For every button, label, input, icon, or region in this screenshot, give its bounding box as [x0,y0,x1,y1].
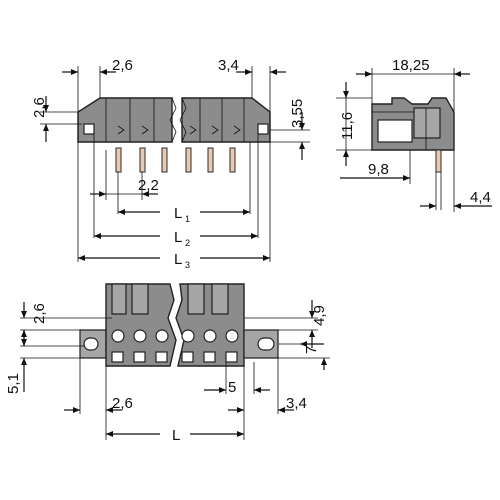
bottom-dim-pitch: 5 [228,379,236,396]
bottom-dim-right: 3,4 [286,395,307,412]
bottom-dim-left: 2,6 [112,395,133,412]
side-dim-height: 11,6 [339,112,356,140]
front-dim-left-vertical: 2,6 [31,97,48,118]
front-dim-right-vertical: 3,55 [289,99,306,128]
bottom-dim-right-side: 7 [303,346,320,354]
front-dim-top-left: 2,6 [112,57,133,74]
bottom-length-label: L [172,427,180,444]
bottom-latches [111,283,229,315]
bottom-view: 2,6 5,1 4,9 7 5 2,6 3,4 L [5,283,330,444]
bottom-dim-right-vertical-top: 4,9 [311,305,328,326]
side-opening [377,119,413,143]
front-dim-pitch: 2,2 [138,177,159,194]
bottom-round-holes [111,329,239,343]
front-view: 2,6 3,4 2,6 3,55 2,2 L 1 L 2 L 3 [31,57,310,270]
front-housing-left [77,97,173,143]
front-length-l3-sub: 3 [185,260,190,270]
front-length-l3: L [174,251,182,268]
front-pins [115,147,236,173]
side-dim-width: 18,25 [392,57,430,74]
side-dim-pin: 4,4 [470,189,491,206]
front-mount-hole-right [257,123,269,135]
front-dim-top-right: 3,4 [218,57,239,74]
bottom-flange-hole-right [257,337,275,351]
side-latch [413,107,441,139]
front-mount-hole-left [83,123,95,135]
side-view: 18,25 11,6 9,8 4,4 [336,57,492,212]
side-pin [435,149,442,173]
bottom-extension-lines [20,317,330,440]
front-extension-lines [40,66,310,262]
front-length-l1-sub: 1 [185,214,190,224]
bottom-flange-hole-left [83,337,99,351]
front-length-l2: L [174,229,182,246]
front-housing-right [181,97,271,143]
front-length-l1: L [174,205,182,222]
bottom-dim-left-vertical-bottom: 5,1 [5,373,22,394]
bottom-square-holes [111,351,238,363]
bottom-dim-left-vertical-top: 2,6 [31,303,48,324]
side-dim-depth: 9,8 [368,161,389,178]
front-slots [105,98,245,142]
front-length-l2-sub: 2 [185,238,190,248]
front-break-line [169,97,177,143]
